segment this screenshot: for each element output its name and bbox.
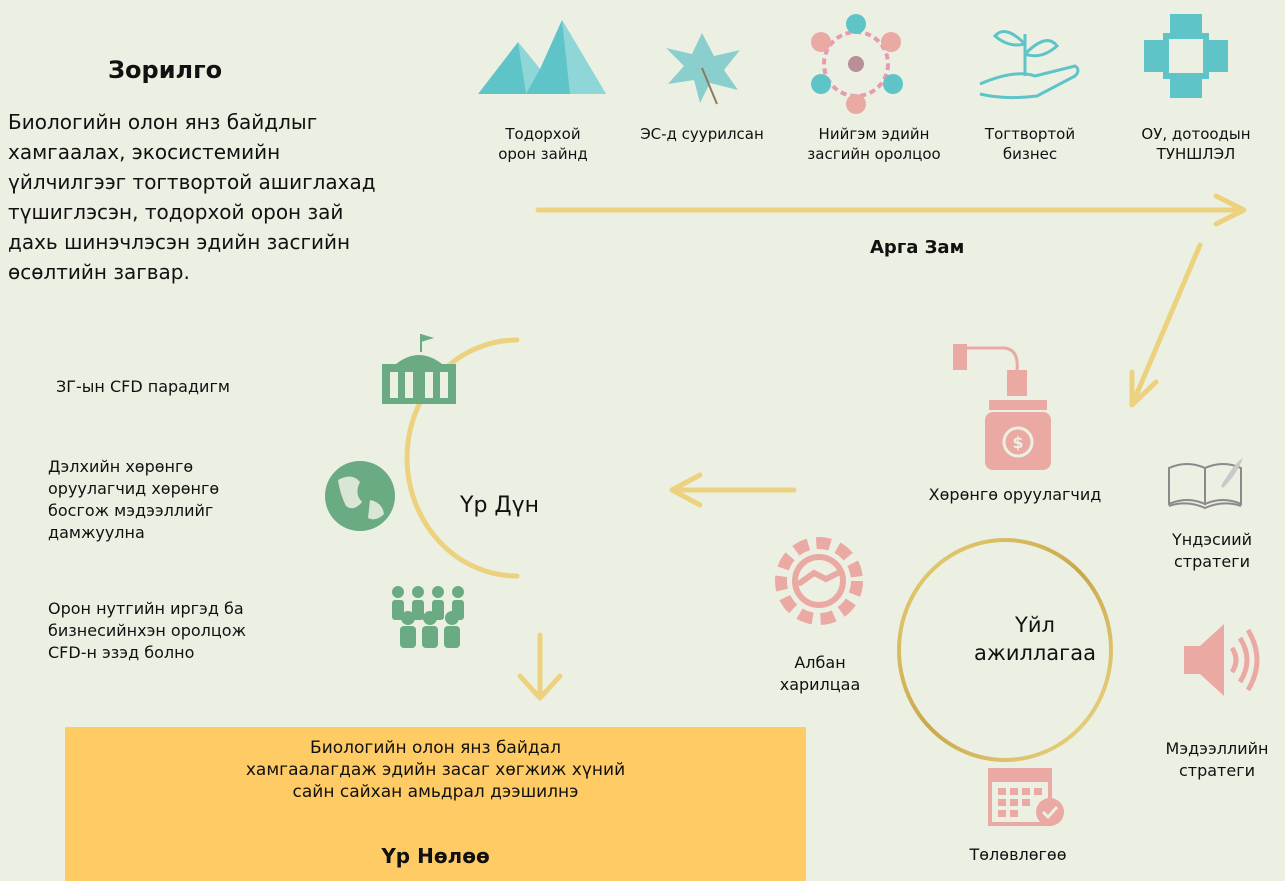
impact-title: Үр Нөлөө [381,844,490,868]
approach-label: Тодорхой орон зайнд [498,125,588,163]
people-circle-icon [811,14,903,114]
result-label: ЗГ-ын CFD парадигм [56,377,230,396]
activities-title: Үйл ажиллагаа [974,613,1096,665]
goal-line: хамгаалах, экосистемийн [8,140,281,164]
approach-title: Арга Зам [870,237,965,258]
info-strategy-label: Мэдээллийн стратеги [1165,739,1269,780]
arrow-approach-right [535,193,1247,227]
approach-label: ЭС-д суурилсан [640,125,764,143]
activity-ring [897,538,1113,762]
svg-text:$: $ [1012,433,1023,452]
planning-label: Төлөвлөгөө [969,845,1067,864]
hand-plant-icon [979,30,1080,100]
arrow-approach-down [1129,242,1203,408]
book-icon [1168,458,1243,510]
government-building-icon [382,334,456,404]
globe-icon [325,461,395,531]
results-arc [404,337,520,579]
results-title: Үр Дүн [460,493,539,518]
result-label: Дэлхийн хөрөнгө оруулагчид хөрөнгө босго… [48,457,220,542]
arrow-results-down [517,632,563,701]
impact-text: Биологийн олон янз байдал хамгаалагдаж э… [245,738,626,802]
leaf-icon [666,33,740,105]
calendar-icon [988,768,1064,826]
national-strategy-label: Үндэсиий стратеги [1171,530,1253,571]
investors-label: Хөрөнгө оруулагчид [928,485,1102,504]
speaker-icon [1184,624,1260,696]
handshake-gear-icon [775,537,863,625]
mountains-icon [478,20,606,94]
goal-text: Биологийн олон янз байдлыг хамгаалах, эк… [8,107,428,287]
goal-line: өсөлтийн загвар. [8,260,190,284]
investment-jar-icon: $ [953,344,1051,470]
goal-line: дахь шинэчлэсэн эдийн засгийн [8,230,351,254]
approach-label: Тогтвортой бизнес [984,125,1076,163]
goal-line: үйлчилгээг тогтвортой ашиглахад [8,170,376,194]
goal-title: Зорилго [108,56,223,84]
public-relations-label: Албан харилцаа [779,653,861,694]
result-label: Орон нутгийн иргэд ба бизнесийнхэн оролц… [48,599,246,662]
impact-box [65,727,806,881]
arrow-activities-left [669,472,797,508]
joined-hands-icon [1144,14,1228,98]
approach-label: Нийгэм эдийн засгийн оролцоо [807,125,941,163]
goal-line: түшиглэсэн, тодорхой орон зай [8,200,344,224]
community-icon [392,586,464,648]
goal-line: Биологийн олон янз байдлыг [8,110,318,134]
approach-label: ОУ, дотоодын ТУНШЛЭЛ [1141,125,1251,163]
